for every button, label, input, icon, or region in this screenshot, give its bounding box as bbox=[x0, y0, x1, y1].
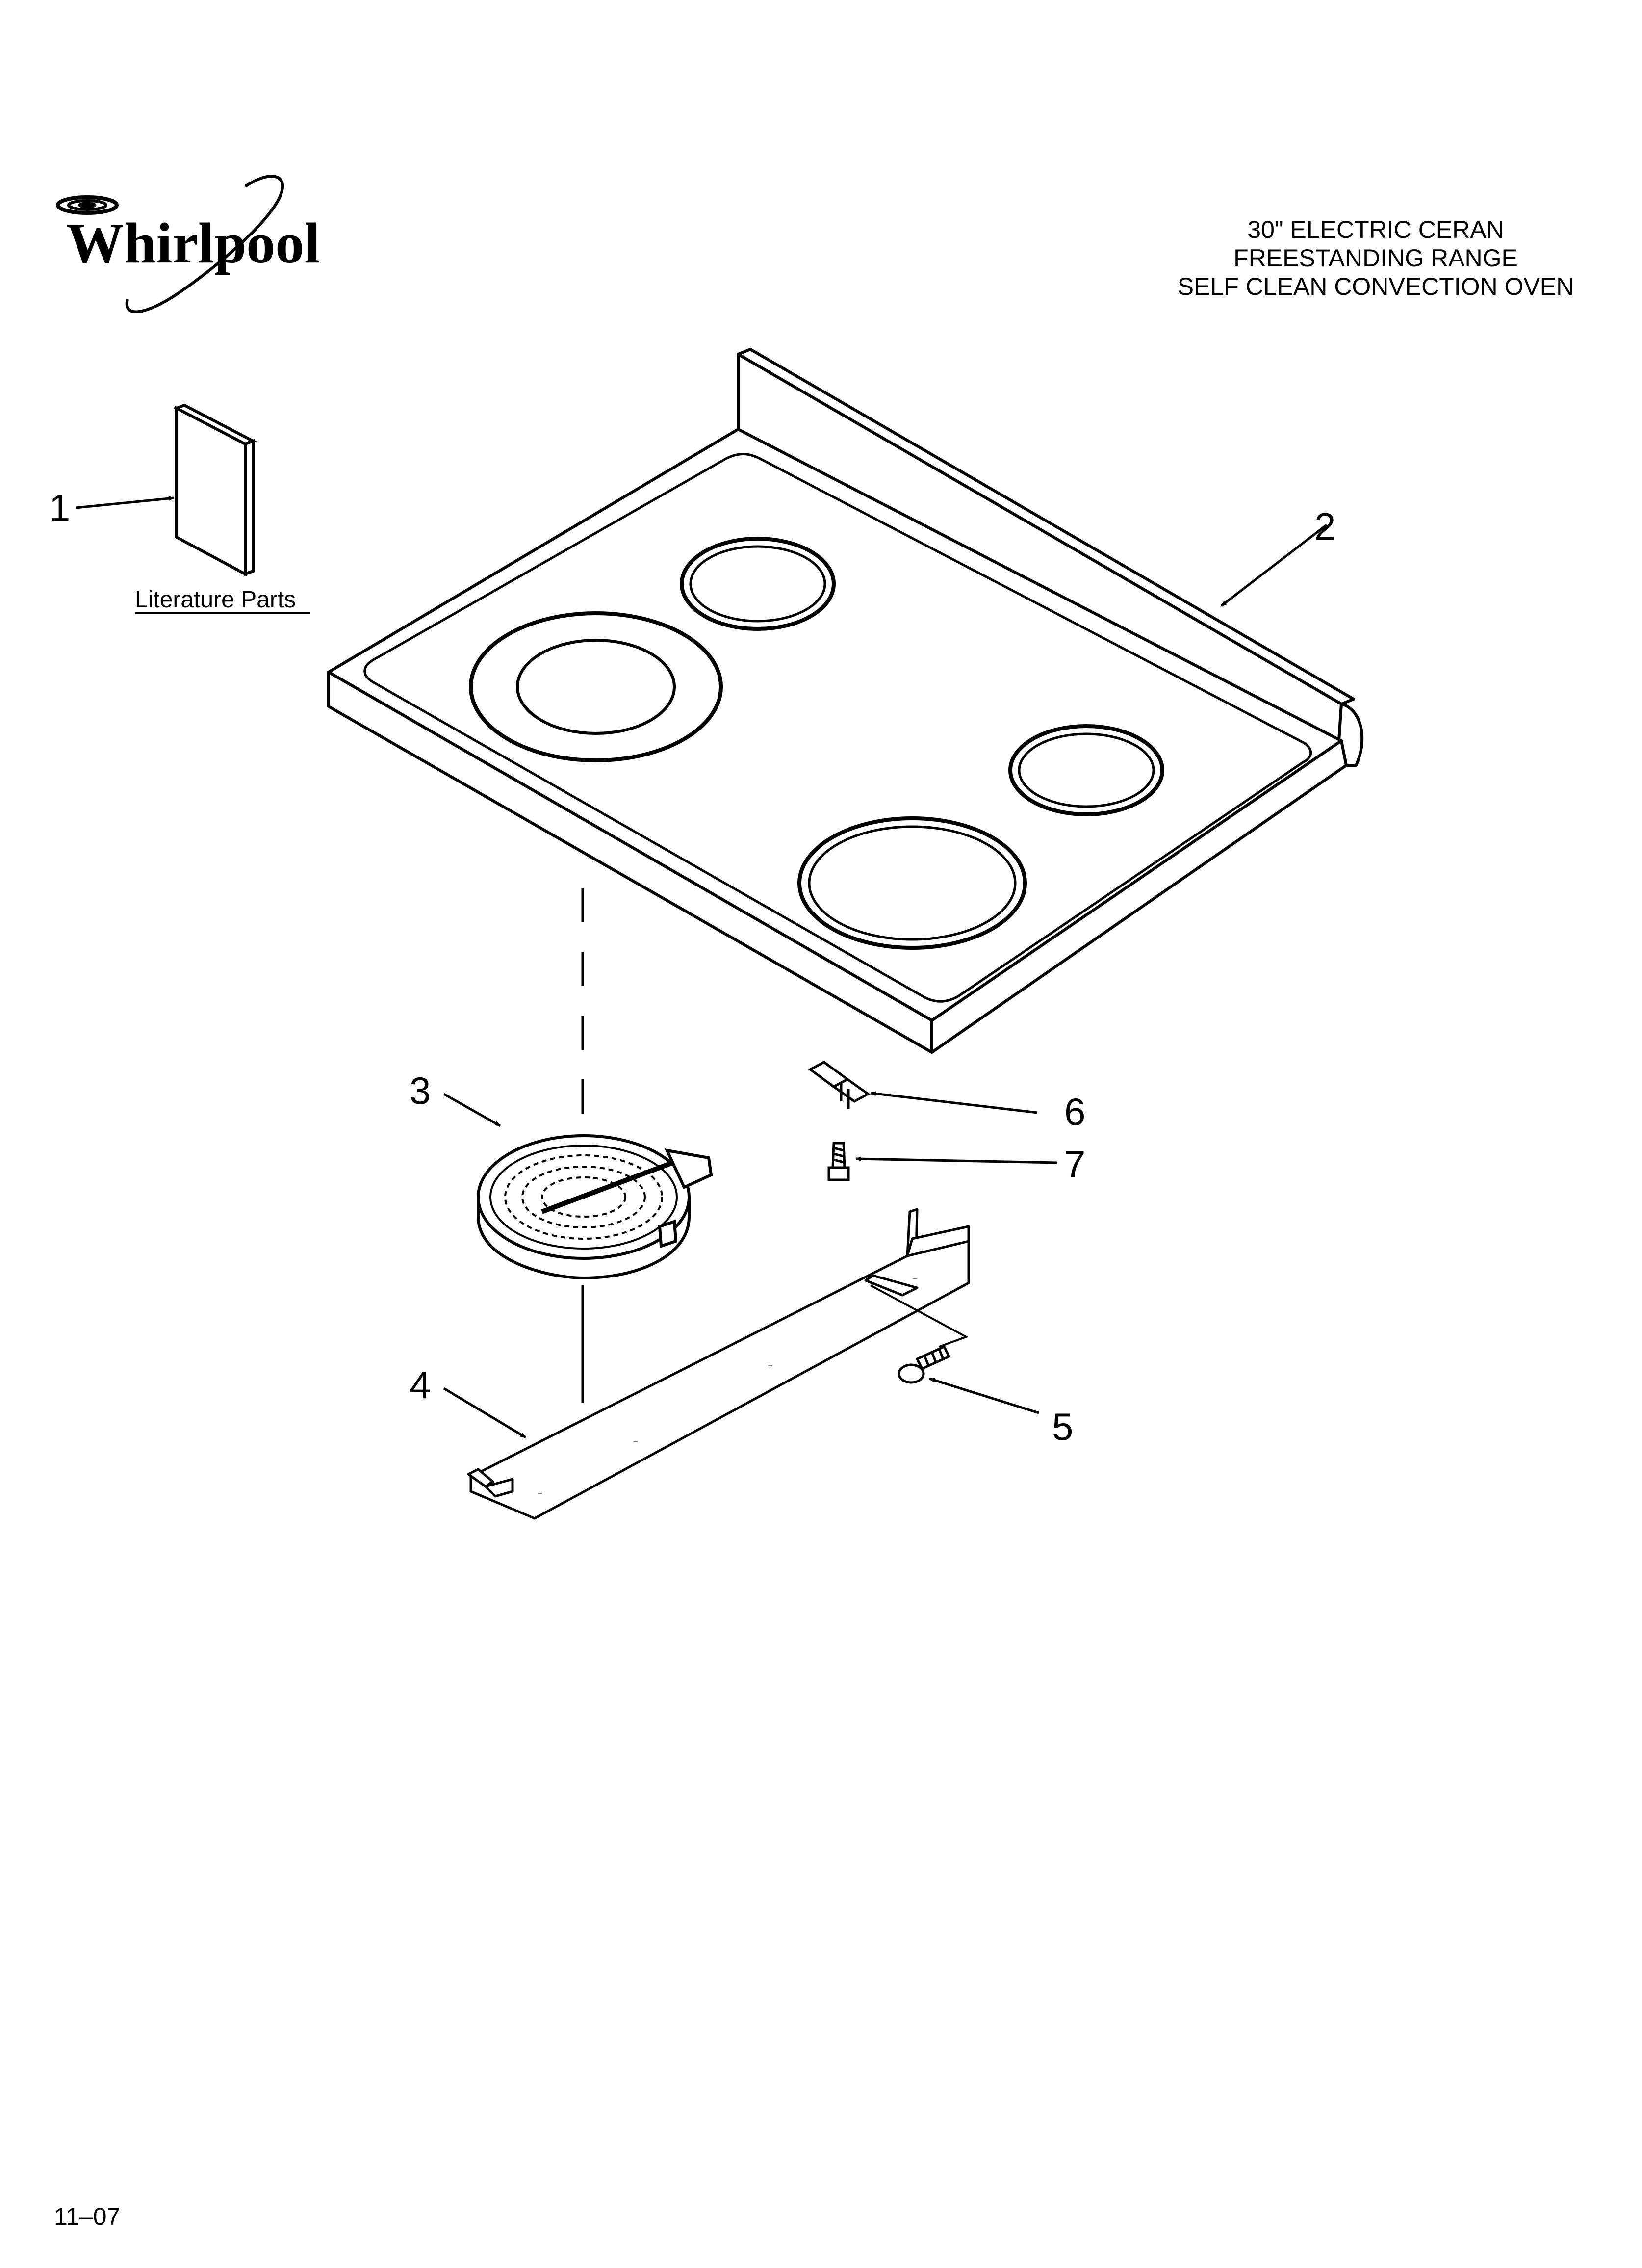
front-left-burner-inner bbox=[516, 639, 676, 735]
callout-2-number: 2 bbox=[1314, 505, 1335, 548]
callout-3-number: 3 bbox=[410, 1069, 431, 1112]
screw-5 bbox=[898, 1345, 951, 1384]
back-left-burner-inner bbox=[689, 545, 826, 623]
callout-1-number: 1 bbox=[49, 486, 70, 529]
back-left-burner bbox=[680, 537, 836, 631]
callout-7-arrow bbox=[855, 1156, 1057, 1164]
brand-name: Whirlpool bbox=[66, 211, 320, 275]
whirlpool-logo: Whirlpool bbox=[56, 175, 320, 313]
element-support-bracket: ⁻ ⁻ ⁻ ⁻ bbox=[467, 1208, 970, 1520]
callout-6-number: 6 bbox=[1064, 1090, 1085, 1133]
bracket-mark-3: ⁻ bbox=[768, 1362, 773, 1374]
element-bracket-clip bbox=[808, 1061, 871, 1109]
title-block: 30" ELECTRIC CERAN FREESTANDING RANGE SE… bbox=[1178, 216, 1574, 300]
callout-5-arrow bbox=[929, 1377, 1039, 1414]
callout-5-number: 5 bbox=[1052, 1405, 1073, 1448]
callout-4-number: 4 bbox=[410, 1363, 431, 1407]
front-right-burner bbox=[797, 816, 1027, 950]
title-line-3: SELF CLEAN CONVECTION OVEN bbox=[1178, 273, 1574, 300]
bracket-mark-1: ⁻ bbox=[537, 1489, 543, 1502]
callout-2-arrow bbox=[1220, 524, 1328, 607]
callout-1-arrow bbox=[76, 496, 175, 509]
front-right-burner-inner bbox=[808, 825, 1017, 941]
title-line-1: 30" ELECTRIC CERAN bbox=[1247, 216, 1504, 243]
title-line-2: FREESTANDING RANGE bbox=[1233, 244, 1518, 272]
bracket-mark-2: ⁻ bbox=[633, 1438, 639, 1450]
callout-4-arrow bbox=[443, 1387, 527, 1439]
radiant-surface-element bbox=[477, 1134, 713, 1280]
screw-7 bbox=[827, 1142, 850, 1181]
literature-parts-label: Literature Parts bbox=[135, 587, 296, 613]
callout-6-arrow bbox=[870, 1091, 1038, 1114]
bracket-mark-4: ⁻ bbox=[912, 1275, 918, 1287]
callout-3-arrow bbox=[443, 1093, 501, 1127]
burner-rings bbox=[469, 537, 1164, 950]
logo-flourish bbox=[125, 175, 284, 313]
date-code: 11–07 bbox=[54, 2203, 120, 2230]
front-left-burner bbox=[469, 611, 723, 762]
literature-parts-booklet bbox=[173, 403, 257, 577]
callout-7-number: 7 bbox=[1064, 1143, 1085, 1186]
back-right-burner-inner bbox=[1018, 732, 1155, 808]
back-right-burner bbox=[1008, 724, 1164, 816]
ceran-cooktop bbox=[327, 348, 1364, 1054]
bracket-screw-guide bbox=[870, 1284, 969, 1348]
swirl-icon bbox=[56, 195, 119, 215]
